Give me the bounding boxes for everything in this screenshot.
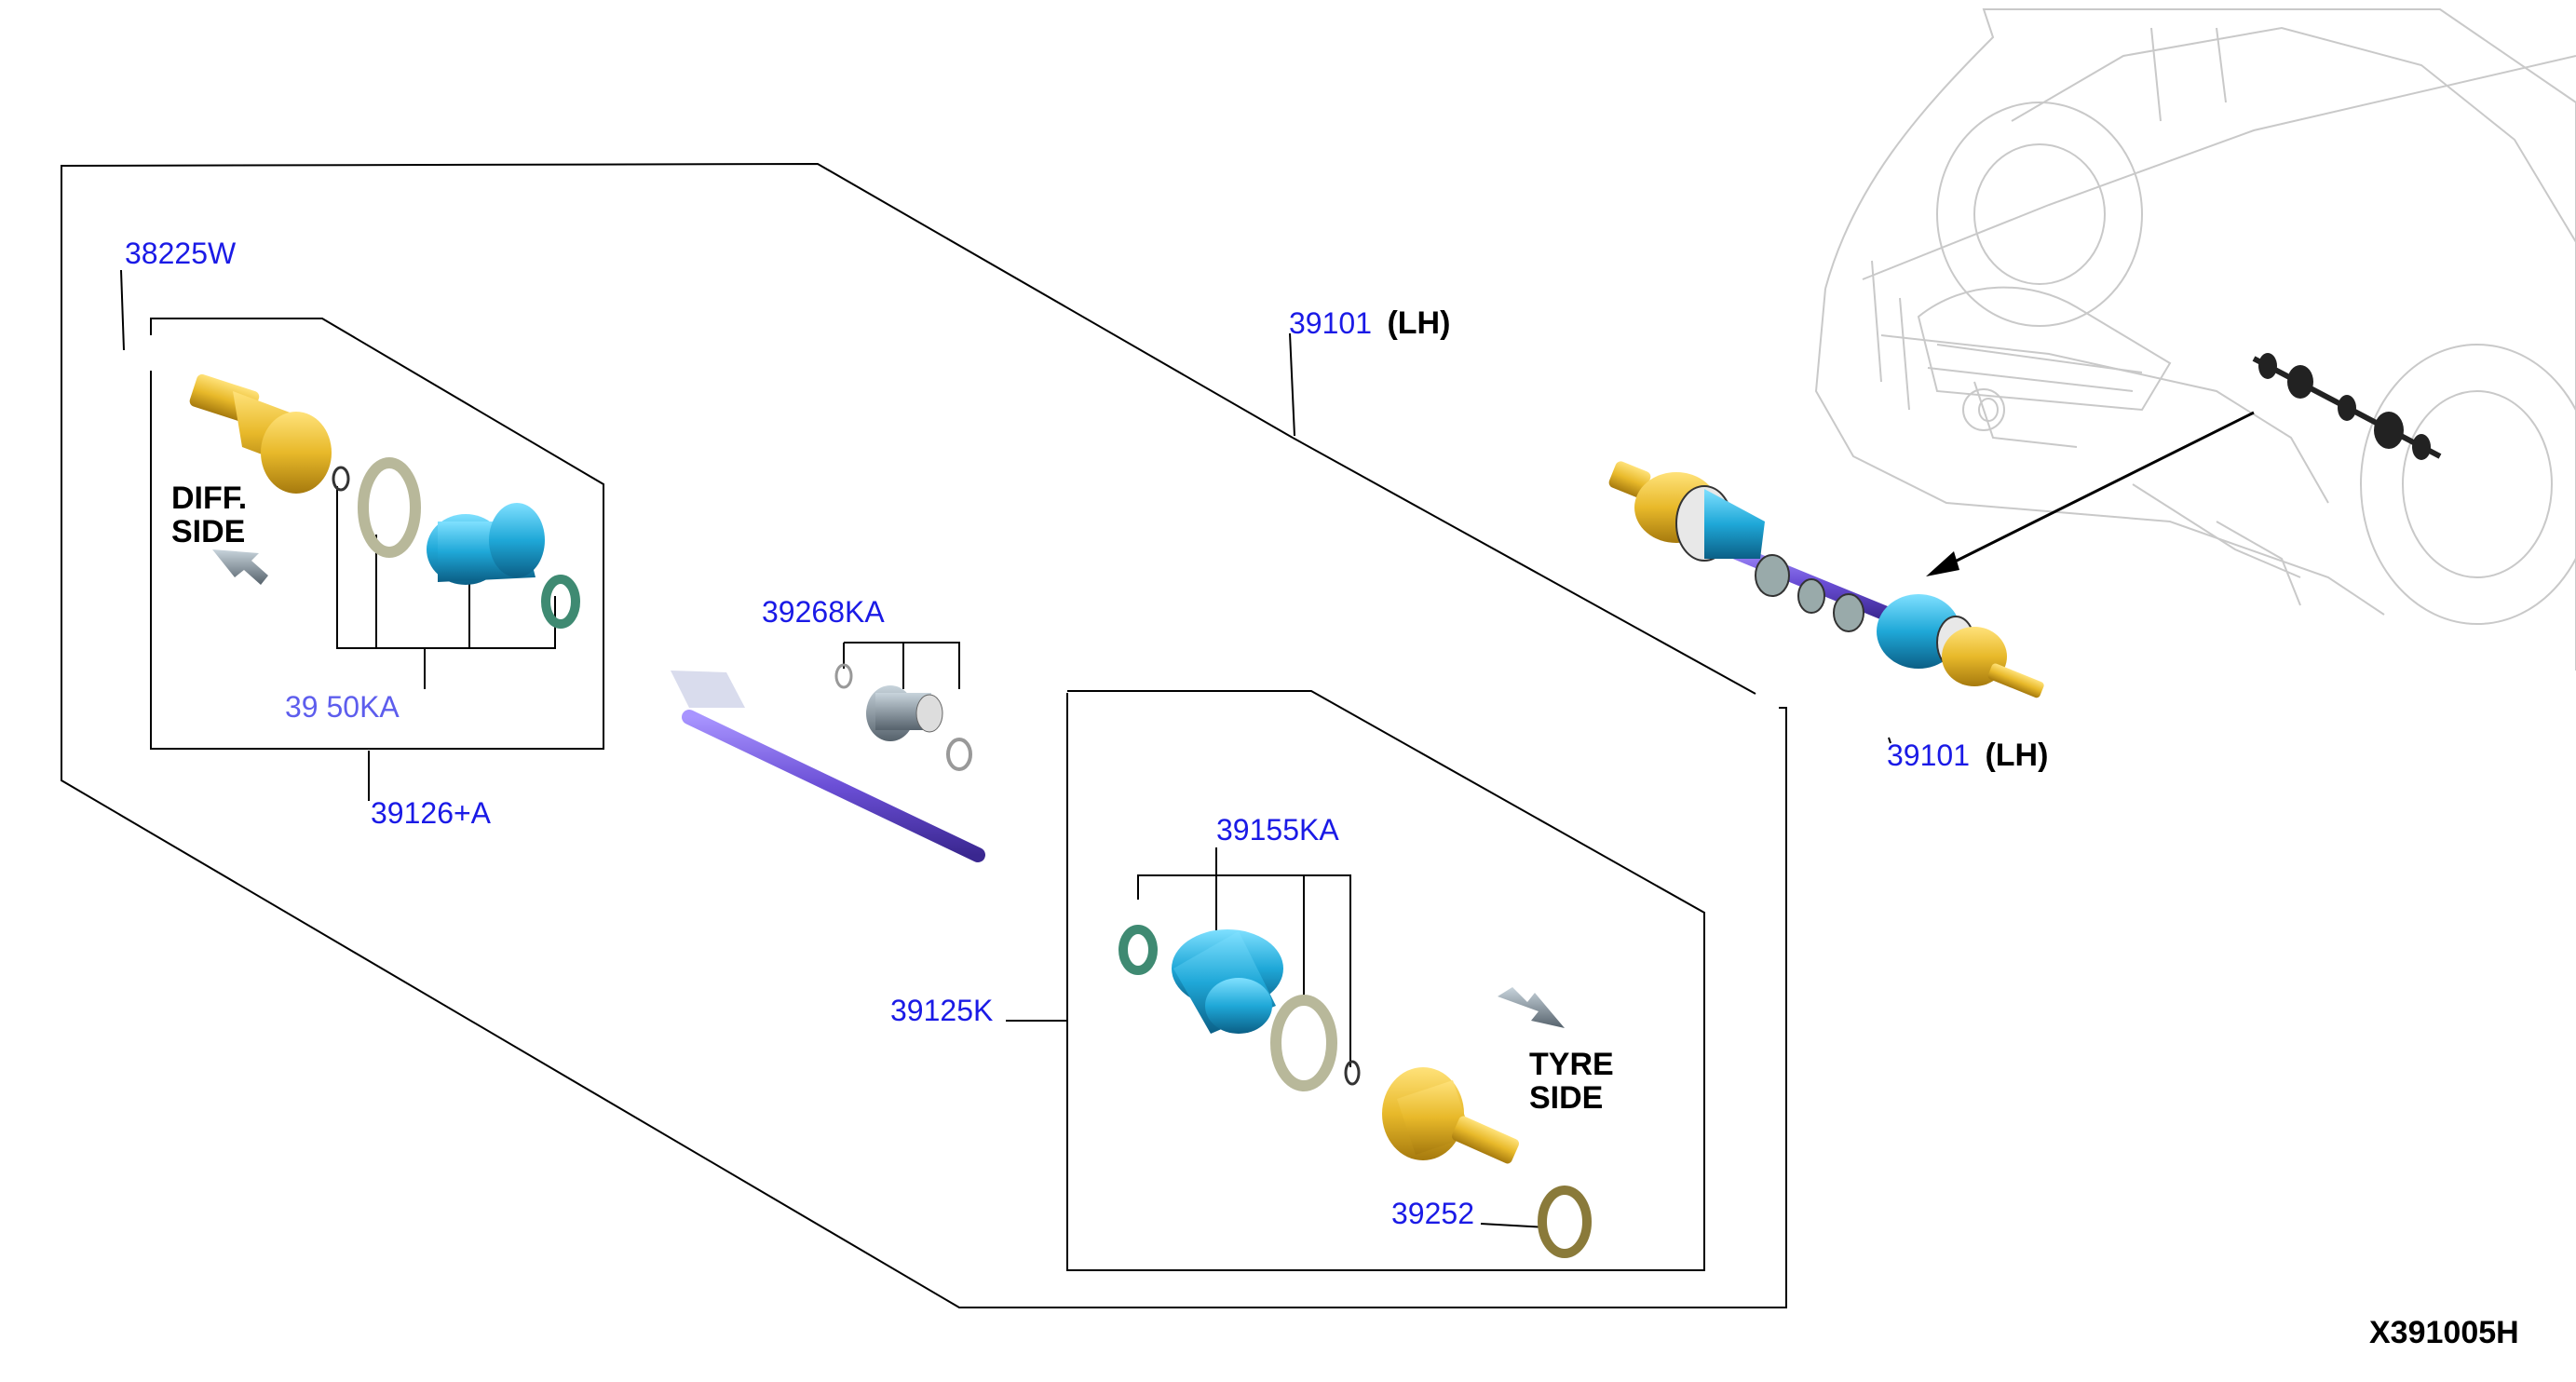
part-number-39268ka[interactable]: 39268KA (762, 595, 885, 629)
part-number-39125k[interactable]: 39125K (890, 994, 993, 1027)
damper-weight (866, 685, 943, 741)
part-number-38225w[interactable]: 38225W (125, 237, 237, 270)
arrow-down-left-icon (212, 549, 268, 585)
damper-band-icon (834, 663, 853, 689)
arrow-down-right-icon (1498, 987, 1565, 1028)
diff-side-label-line1: DIFF. (171, 481, 247, 516)
installed-shaft-icon (2252, 353, 2442, 460)
part-number-39155ka[interactable]: 39155KA (1216, 813, 1339, 847)
tyre-circlip-icon (1344, 1060, 1361, 1086)
tyre-side-label-line2: SIDE (1529, 1080, 1603, 1116)
diff-side-joint-housing (189, 373, 332, 494)
diagram-code: X391005H (2369, 1315, 2519, 1350)
tyre-side-boot (1172, 929, 1283, 1034)
assembly-outline-top-right (1292, 437, 1756, 695)
boot-band-icon (358, 457, 421, 558)
shaft-bar (671, 671, 985, 862)
diff-side-boot (427, 503, 545, 585)
diff-side-label-line2: SIDE (171, 514, 245, 549)
diff-side-kit-outline (150, 318, 604, 750)
dust-shield-icon (1538, 1186, 1592, 1258)
tyre-side-kit-outline (1066, 690, 1705, 1271)
damper-band-icon-2 (946, 738, 972, 771)
part-number-39101-bottom[interactable]: 39101 (LH) (1887, 738, 2048, 773)
tyre-side-joint-housing (1382, 1067, 1520, 1164)
seal-icon (541, 575, 580, 629)
drive-shaft-assembly (1608, 461, 2044, 698)
part-number-39252[interactable]: 39252 (1391, 1197, 1474, 1230)
tyre-boot-band-icon (1270, 995, 1337, 1091)
part-number-39101-top[interactable]: 39101 (LH) (1289, 305, 1450, 341)
vehicle-illustration (1814, 8, 2576, 671)
arrow-left-icon (1926, 411, 2255, 576)
tyre-side-label-line1: TYRE (1529, 1047, 1614, 1082)
assembly-outline (61, 162, 1787, 1308)
tyre-seal-icon (1119, 925, 1158, 975)
circlip-icon (332, 466, 350, 492)
part-number-39126a[interactable]: 39126+A (371, 796, 492, 830)
part-number-39150ka-partial[interactable]: 39 50KA (285, 690, 400, 724)
